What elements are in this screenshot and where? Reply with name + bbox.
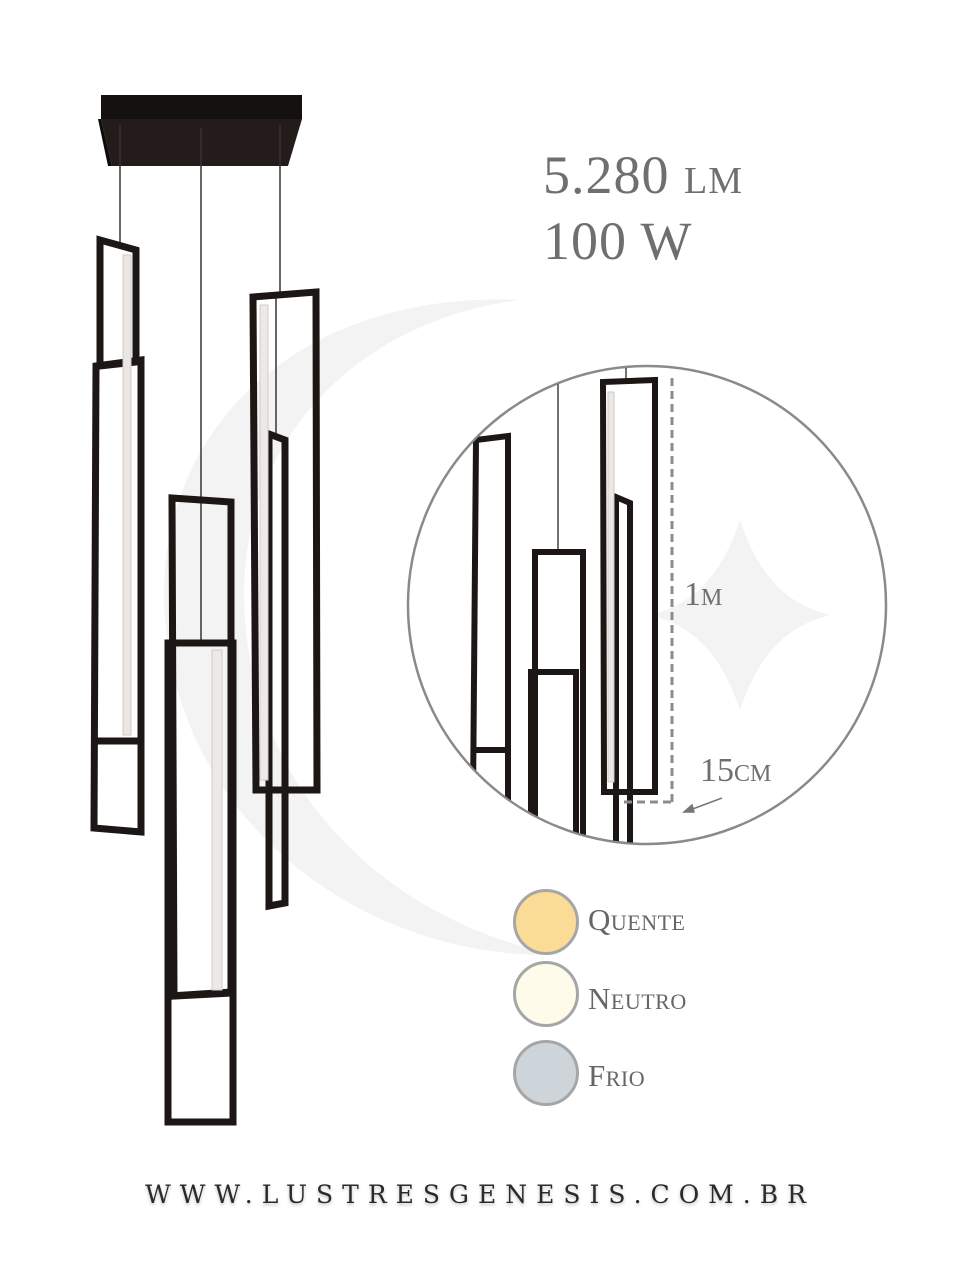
power-spec: 100 W (543, 211, 693, 271)
pendant-left (90, 235, 145, 836)
cold-color-swatch (513, 1040, 579, 1106)
website-url: WWW.LUSTRESGENESIS.COM.BR (145, 1180, 815, 1209)
ceiling-canopy (98, 95, 302, 166)
width-dimension-label: 15cm (700, 752, 772, 789)
pendant-right (249, 288, 321, 911)
neutral-color-label: Neutro (588, 981, 687, 1016)
warm-color-swatch (513, 889, 579, 955)
cold-color-label: Frio (588, 1058, 646, 1093)
height-dimension-label: 1m (684, 576, 723, 613)
neutral-color-swatch (513, 961, 579, 1027)
warm-color-label: Quente (588, 902, 686, 937)
dimension-arrow (682, 797, 723, 813)
pendant-center (164, 494, 237, 1126)
suspension-cables (119, 125, 281, 645)
lumens-spec: 5.280 lm (543, 145, 743, 205)
detail-zoom-circle (406, 364, 888, 846)
dimension-lines (624, 378, 674, 804)
